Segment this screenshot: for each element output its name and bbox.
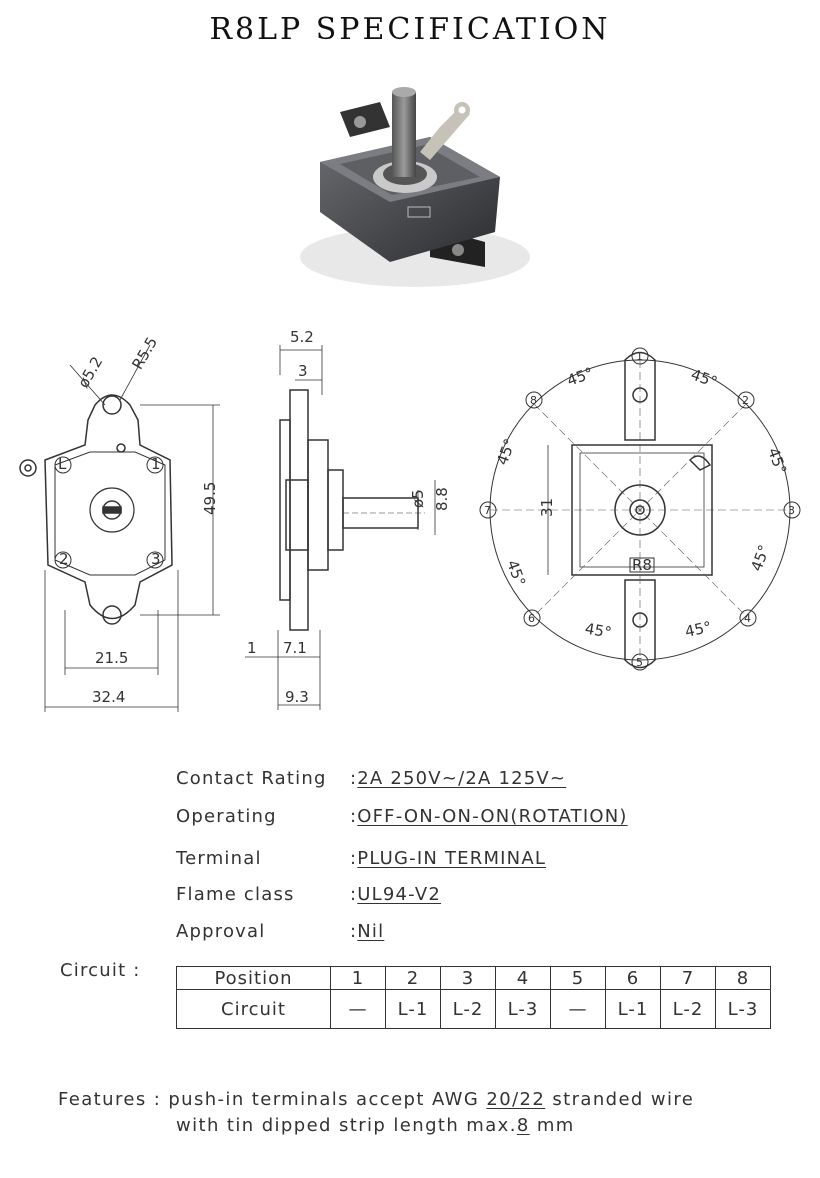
position-3-label: 3	[788, 504, 795, 517]
table-cell: 1	[330, 966, 386, 990]
dim-inner-width: 21.5	[95, 649, 128, 667]
angle-label: 45°	[565, 364, 596, 390]
top-view	[489, 351, 791, 669]
table-cell: L-1	[605, 989, 661, 1029]
circuit-table: Position 1 2 3 4 5 6 7 8 Circuit — L-1 L…	[176, 966, 771, 1029]
angle-label: 45°	[503, 558, 529, 589]
terminal-L-label: L	[58, 455, 67, 473]
spec-value-terminal: :PLUG-IN TERMINAL	[350, 848, 547, 869]
table-cell: 5	[550, 966, 606, 990]
circuit-header: Circuit	[176, 989, 331, 1029]
spec-value-contact: :2A 250V~/2A 125V~	[350, 768, 567, 789]
position-6-label: 6	[528, 612, 535, 625]
dim-base-small: 1	[247, 639, 257, 657]
table-cell: L-3	[715, 989, 771, 1029]
table-cell: L-2	[440, 989, 496, 1029]
spec-label-flame: Flame class	[176, 884, 295, 905]
position-1-label: 1	[636, 350, 643, 363]
angle-label: 45°	[493, 436, 519, 467]
dim-total-depth: 9.3	[285, 688, 309, 706]
dim-shaft-len: 8.8	[433, 487, 451, 511]
table-cell: 6	[605, 966, 661, 990]
table-cell: L-2	[660, 989, 716, 1029]
spec-value-flame: :UL94-V2	[350, 884, 441, 905]
table-cell: 3	[440, 966, 496, 990]
features-block: Features : push-in terminals accept AWG …	[58, 1087, 694, 1139]
spec-label-contact: Contact Rating	[176, 768, 327, 789]
table-row: Circuit — L-1 L-2 L-3 — L-1 L-2 L-3	[176, 989, 771, 1029]
table-cell: 8	[715, 966, 771, 990]
spec-label-approval: Approval	[176, 921, 266, 942]
position-4-label: 4	[744, 612, 751, 625]
angle-label: 45°	[689, 365, 720, 391]
table-cell: 7	[660, 966, 716, 990]
dim-shaft-dia: ø5	[409, 489, 427, 508]
spec-label-operating: Operating	[176, 806, 277, 827]
position-2-label: 2	[742, 394, 749, 407]
spec-value-operating: :OFF-ON-ON-ON(ROTATION)	[350, 806, 628, 827]
features-line-1: Features : push-in terminals accept AWG …	[58, 1089, 695, 1110]
terminal-3-label: 3	[151, 550, 161, 568]
spec-label-terminal: Terminal	[176, 848, 262, 869]
position-8-label: 8	[530, 394, 537, 407]
position-7-label: 7	[484, 504, 491, 517]
product-photo	[300, 87, 530, 287]
table-cell: 4	[495, 966, 551, 990]
circuit-label: Circuit :	[60, 960, 141, 981]
dim-top-width: 5.2	[290, 328, 314, 346]
front-view	[19, 344, 220, 712]
angle-label: 45°	[764, 445, 790, 476]
dim-height: 49.5	[201, 482, 219, 515]
table-cell: L-3	[495, 989, 551, 1029]
angle-label: 45°	[683, 618, 713, 641]
dim-radius: R5.5	[128, 334, 161, 373]
table-row: Position 1 2 3 4 5 6 7 8	[176, 966, 771, 990]
table-cell: —	[550, 989, 606, 1029]
position-header: Position	[176, 966, 331, 990]
dim-top-height: 31	[538, 498, 556, 517]
angle-label: 45°	[584, 619, 613, 641]
dim-hole-dia: ø5.2	[74, 353, 106, 391]
side-view	[245, 345, 436, 710]
r8-label: R8	[632, 556, 652, 574]
table-cell: 2	[385, 966, 441, 990]
technical-drawings: ø5.2 R5.5 49.5 21.5 32.4 L 1 2 3 5.2 3 ø…	[19, 328, 801, 712]
terminal-1-label: 1	[151, 455, 161, 473]
position-5-label: 5	[636, 656, 643, 669]
terminal-2-label: 2	[59, 550, 69, 568]
dim-outer-width: 32.4	[92, 688, 125, 706]
dim-top-small: 3	[298, 362, 308, 380]
position-markers: 1 2 3 4 5 6 7 8	[479, 347, 801, 671]
dim-base-width: 7.1	[283, 639, 307, 657]
angle-label: 45°	[747, 542, 773, 573]
table-cell: —	[330, 989, 386, 1029]
page-title: R8LP SPECIFICATION	[209, 12, 611, 47]
spec-value-approval: :Nil	[350, 921, 385, 942]
features-line-2: with tin dipped strip length max.8 mm	[176, 1115, 575, 1136]
table-cell: L-1	[385, 989, 441, 1029]
